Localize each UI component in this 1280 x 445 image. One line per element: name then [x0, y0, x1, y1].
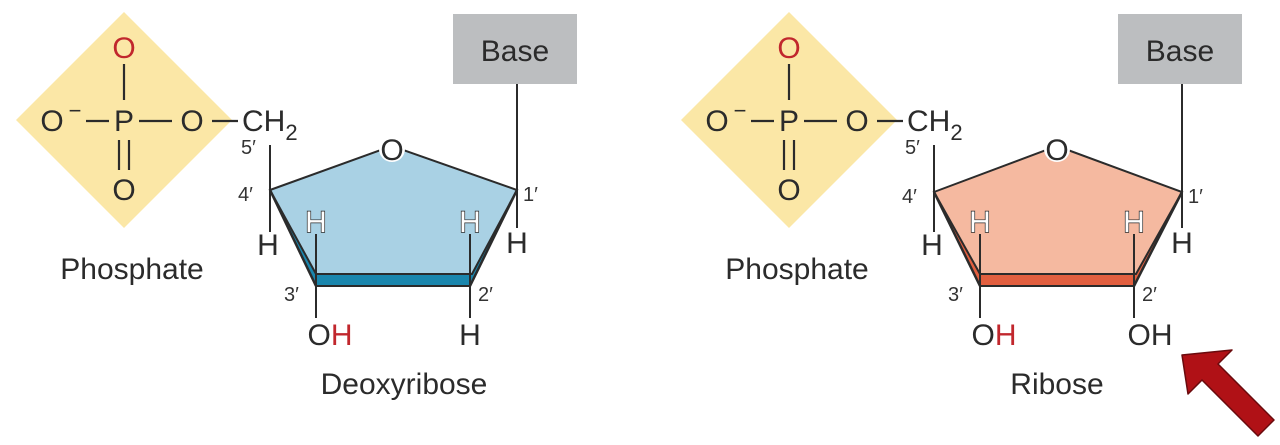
sugar-name-ribose: Ribose: [1010, 368, 1103, 401]
phosphate-oxygen-top: O: [112, 32, 135, 65]
prime-2: 2′: [478, 284, 493, 306]
base-box: [453, 14, 577, 84]
phosphate-oxygen-top: O: [777, 32, 800, 65]
prime-5: 5′: [905, 137, 920, 159]
c2-inner-hydrogen: H: [459, 206, 481, 239]
c4-hydrogen: H: [257, 229, 279, 262]
phosphate-label: Phosphate: [725, 253, 868, 286]
prime-3: 3′: [948, 284, 963, 306]
deoxyribose-panel: Base O O − P O O CH2 Phosphate O: [16, 12, 577, 401]
phosphate-oxygen-bottom: O: [112, 174, 135, 207]
phosphate-bonds: [86, 64, 238, 170]
ribose-ring: [932, 144, 1184, 275]
c2-inner-hydrogen: H: [1123, 206, 1145, 239]
c3-hydroxyl: OH: [307, 319, 352, 352]
prime-1: 1′: [523, 184, 538, 206]
phosphate-p: P: [779, 105, 799, 138]
ribose-panel: Base O O − P O O CH2 Phosphate O: [681, 12, 1242, 401]
phosphate-oxygen-bridge: O: [845, 105, 868, 138]
base-label: Base: [481, 35, 549, 68]
phosphate-minus-sign: −: [69, 98, 82, 123]
phosphate-minus-sign: −: [734, 98, 747, 123]
prime-3: 3′: [284, 284, 299, 306]
c3-inner-hydrogen: H: [305, 206, 327, 239]
c3-hydroxyl: OH: [971, 319, 1016, 352]
deoxyribose-ring: [268, 144, 519, 275]
base-box: [1118, 14, 1242, 84]
prime-4: 4′: [238, 184, 253, 206]
c2-hydroxyl: OH: [1128, 319, 1173, 352]
phosphate-diamond: [681, 12, 897, 228]
phosphate-oxygen-minus: O: [705, 105, 728, 138]
c3-inner-hydrogen: H: [969, 206, 991, 239]
c4-hydrogen: H: [921, 229, 943, 262]
ch2-group: CH2: [907, 105, 963, 145]
phosphate-oxygen-bottom: O: [777, 174, 800, 207]
prime-4: 4′: [902, 186, 917, 208]
prime-1: 1′: [1188, 186, 1203, 208]
base-label: Base: [1146, 35, 1214, 68]
ring-oxygen: O: [1045, 134, 1068, 167]
phosphate-oxygen-minus: O: [40, 105, 63, 138]
deoxyribose-substituent-bonds: [269, 84, 518, 318]
ribose-substituent-bonds: [933, 84, 1183, 318]
ring-oxygen: O: [380, 134, 403, 167]
prime-5: 5′: [241, 137, 256, 159]
c1-hydrogen: H: [506, 227, 528, 260]
c2-substituent: H: [459, 319, 481, 352]
phosphate-label: Phosphate: [60, 253, 203, 286]
phosphate-oxygen-bridge: O: [180, 105, 203, 138]
c1-hydrogen: H: [1171, 227, 1193, 260]
arrow-up-left-icon: [1181, 349, 1275, 437]
ch2-group: CH2: [242, 105, 298, 145]
phosphate-diamond: [16, 12, 232, 228]
phosphate-bonds: [751, 64, 903, 170]
phosphate-p: P: [114, 105, 134, 138]
prime-2: 2′: [1142, 284, 1157, 306]
sugar-name-deoxyribose: Deoxyribose: [321, 368, 488, 401]
